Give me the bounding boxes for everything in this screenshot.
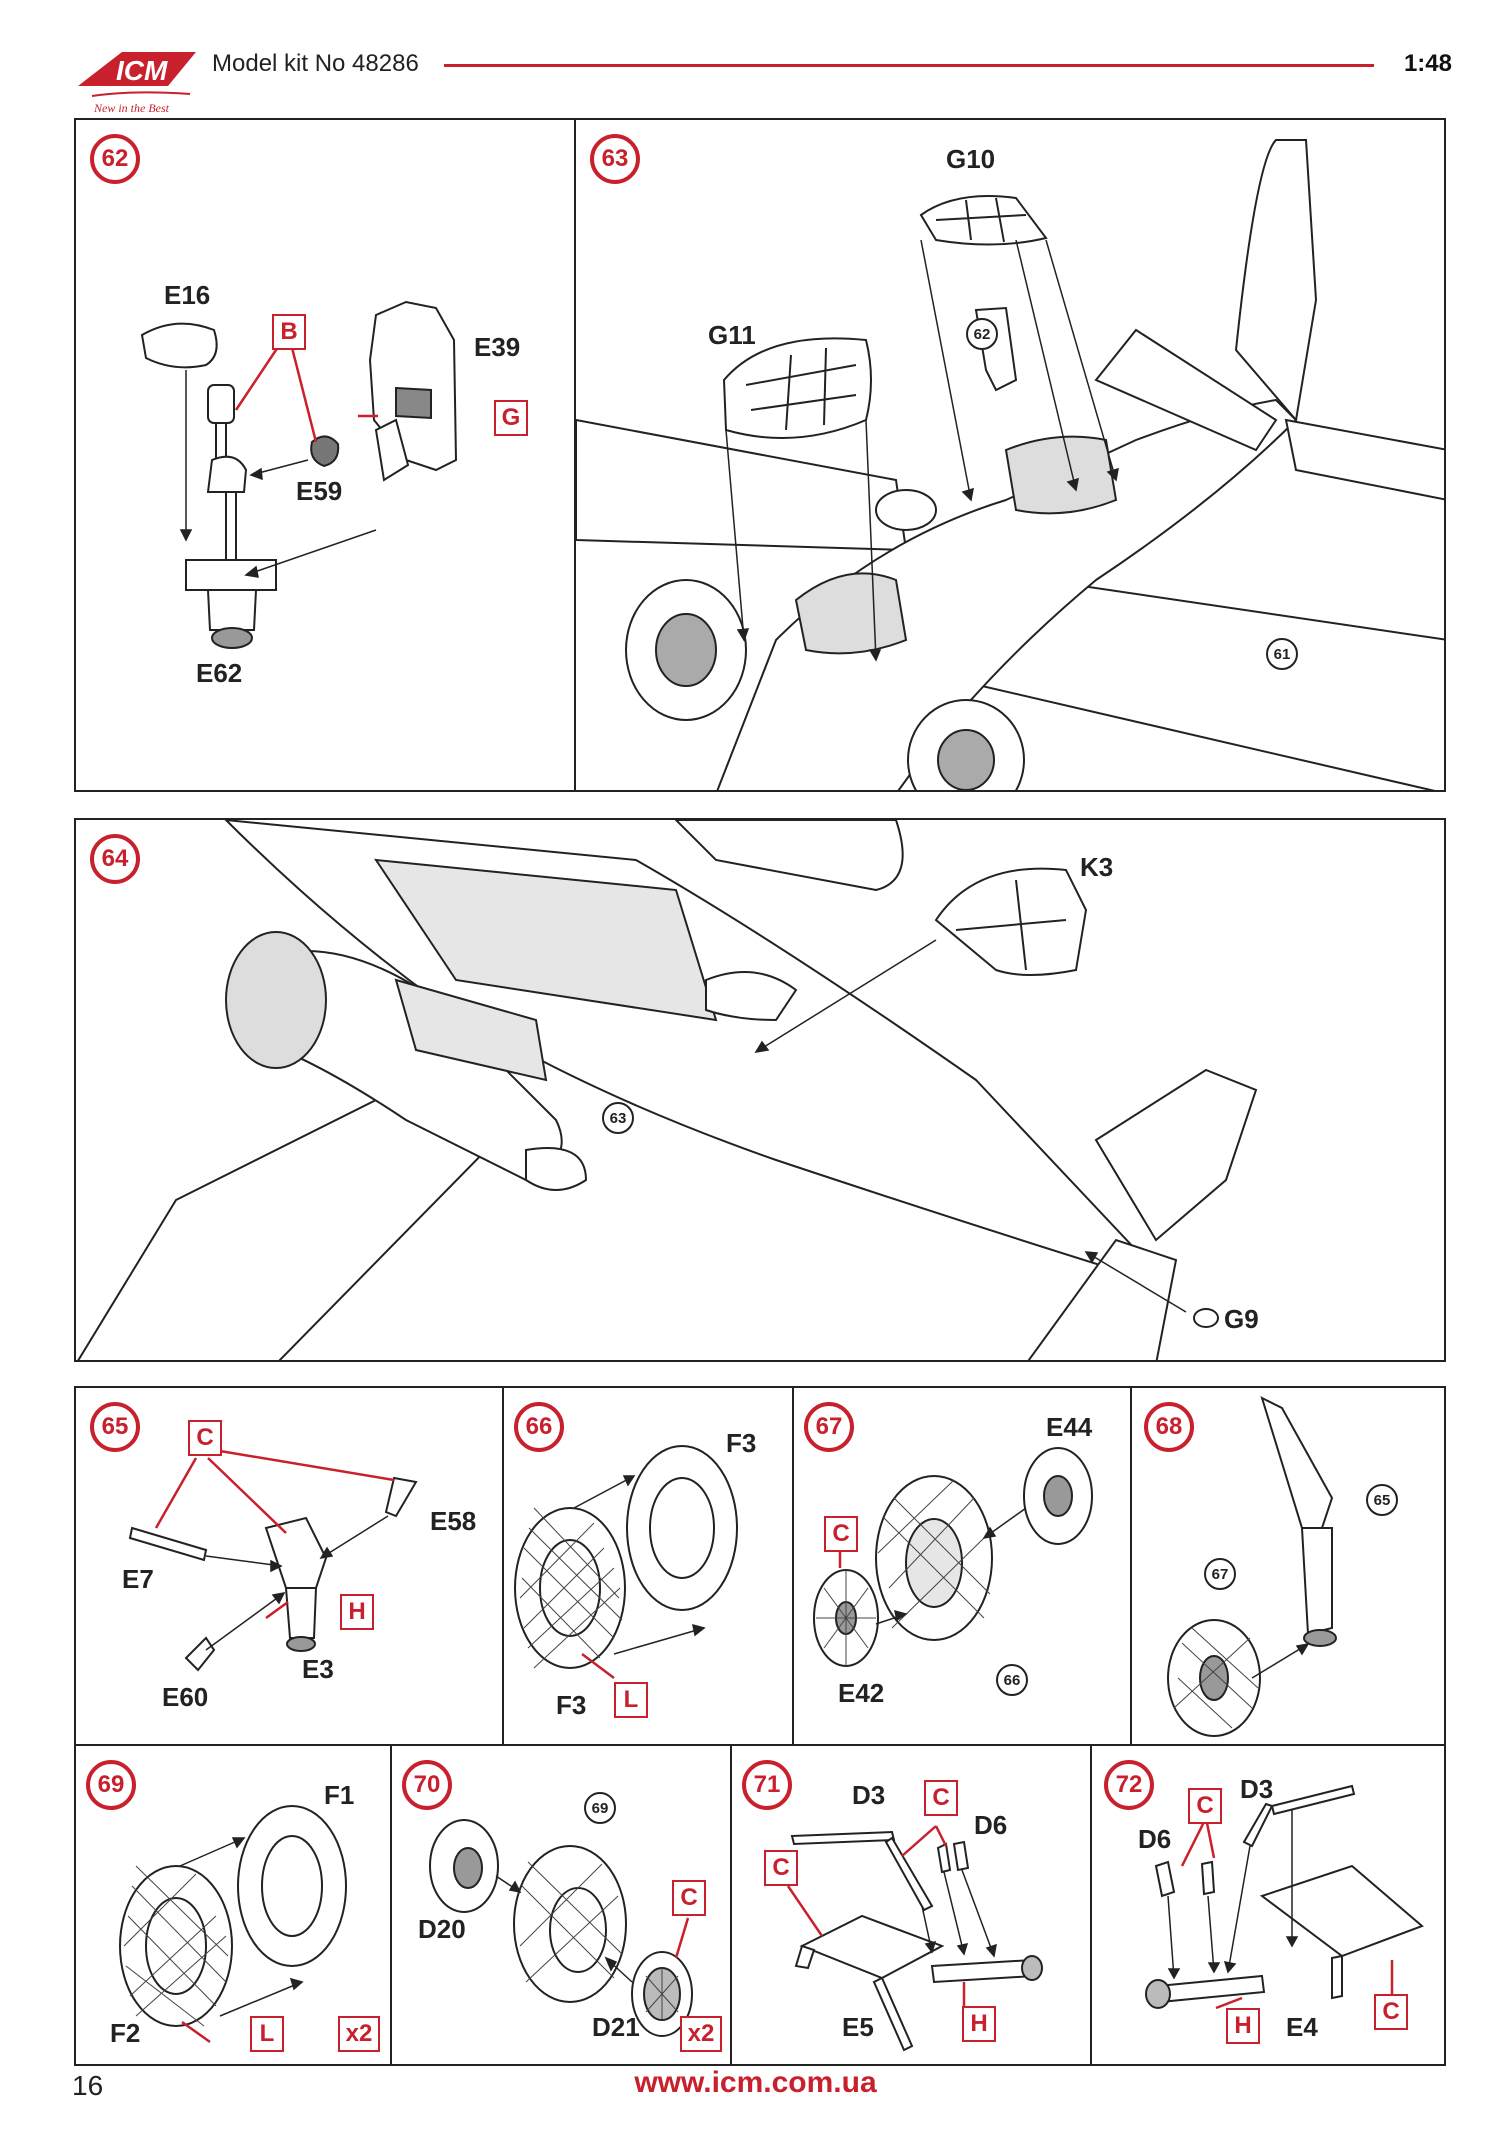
part-label-e4: E4: [1286, 2012, 1318, 2042]
paint-code-c: C: [764, 1850, 798, 1886]
part-label-g11: G11: [708, 320, 756, 350]
step-64-number: 64: [90, 834, 140, 884]
scale-label: 1:48: [1403, 50, 1452, 77]
part-label-d6: D6: [1138, 1824, 1172, 1854]
reference-step-65: 65: [1366, 1484, 1398, 1516]
part-label-d3: D3: [852, 1780, 886, 1810]
svg-text:ICM: ICM: [116, 55, 168, 86]
part-label-f3-bottom: F3: [556, 1690, 587, 1720]
step-67-number: 67: [804, 1402, 854, 1452]
step-72-number: 72: [1104, 1760, 1154, 1810]
part-label-g9: G9: [1224, 1304, 1259, 1334]
paint-code-g: G: [494, 400, 528, 436]
step-68-panel: 68 65 67: [1130, 1386, 1446, 1746]
step-63-panel: 63 G10 G11 62 61: [574, 118, 1446, 792]
step-68-illustration: [1167, 1396, 1337, 1737]
paint-code-c: C: [672, 1880, 706, 1916]
step-62-panel: 62 E16 E39 E59 E62 B G: [74, 118, 576, 792]
paint-code-l: L: [250, 2016, 284, 2052]
paint-code-c: C: [1374, 1994, 1408, 2030]
reference-step-63: 63: [602, 1102, 634, 1134]
part-label-k3: K3: [1080, 852, 1114, 882]
part-label-e16: E16: [164, 280, 211, 310]
reference-step-67: 67: [1204, 1558, 1236, 1590]
part-label-g10: G10: [946, 144, 996, 174]
step-70-panel: 70 69 D20 C D21 x2: [390, 1744, 732, 2066]
model-kit-label: Model kit No 48286: [212, 50, 419, 77]
step-66-panel: 66 F3 F3 L: [502, 1386, 794, 1746]
part-label-e59: E59: [296, 476, 343, 506]
quantity-x2: x2: [680, 2016, 722, 2052]
step-71-panel: 71 D3 C D6 C H E5: [730, 1744, 1092, 2066]
step-65-number: 65: [90, 1402, 140, 1452]
step-72-illustration: [1145, 1784, 1424, 2010]
part-label-e44: E44: [1046, 1412, 1093, 1442]
paint-code-h: H: [340, 1594, 374, 1630]
page-header: ICM New in the Best Model kit No 48286 1…: [72, 30, 1452, 125]
icm-logo: ICM New in the Best: [72, 46, 202, 126]
step-66-illustration: [514, 1445, 738, 1679]
step-64-panel: 64 K3 G9 63: [74, 818, 1446, 1362]
part-label-f3-top: F3: [726, 1428, 757, 1458]
part-label-d20: D20: [418, 1914, 466, 1944]
step-67-panel: 67 E44 C E42 66: [792, 1386, 1132, 1746]
paint-code-b: B: [272, 314, 306, 350]
part-label-e3: E3: [302, 1654, 334, 1684]
step-67-illustration: [813, 1447, 1093, 1667]
part-label-f2: F2: [110, 2018, 141, 2048]
reference-step-61: 61: [1266, 638, 1298, 670]
step-63-number: 63: [590, 134, 640, 184]
step-65-panel: 65 C E58 E7 H E3 E60: [74, 1386, 504, 1746]
reference-step-66: 66: [996, 1664, 1028, 1696]
header-rule: [444, 64, 1374, 67]
paint-code-c: C: [924, 1780, 958, 1816]
paint-code-l: L: [614, 1682, 648, 1718]
website-link[interactable]: www.icm.com.ua: [634, 2066, 877, 2099]
part-label-e42: E42: [838, 1678, 885, 1708]
paint-code-c: C: [188, 1420, 222, 1456]
svg-text:New in the Best: New in the Best: [93, 101, 170, 115]
reference-step-69: 69: [584, 1792, 616, 1824]
paint-code-c: C: [824, 1516, 858, 1552]
part-label-e62: E62: [196, 658, 243, 688]
part-label-f1: F1: [324, 1780, 355, 1810]
part-label-d3: D3: [1240, 1774, 1274, 1804]
step-71-number: 71: [742, 1760, 792, 1810]
part-label-d21: D21: [592, 2012, 640, 2042]
step-69-panel: 69 F1 F2 L x2: [74, 1744, 392, 2066]
step-69-number: 69: [86, 1760, 136, 1810]
step-66-number: 66: [514, 1402, 564, 1452]
step-70-illustration: [429, 1819, 693, 2037]
step-69-illustration: [119, 1805, 347, 2044]
quantity-x2: x2: [338, 2016, 380, 2052]
step-71-illustration: [786, 1825, 1043, 2052]
icm-logo-graphic: ICM New in the Best: [78, 52, 196, 115]
step-72-panel: 72 D3 C D6 H E4 C: [1090, 1744, 1446, 2066]
part-label-d6: D6: [974, 1810, 1008, 1840]
part-label-e39: E39: [474, 332, 521, 362]
reference-step-62: 62: [966, 318, 998, 350]
page-number: 16: [72, 2070, 104, 2101]
part-label-e58: E58: [430, 1506, 477, 1536]
paint-code-h: H: [962, 2006, 996, 2042]
step-68-number: 68: [1144, 1402, 1194, 1452]
step-62-illustration: [140, 300, 458, 649]
paint-code-c: C: [1188, 1788, 1222, 1824]
part-label-e60: E60: [162, 1682, 209, 1712]
part-label-e7: E7: [122, 1564, 154, 1594]
step-65-illustration: [128, 1448, 418, 1672]
part-label-e5: E5: [842, 2012, 874, 2042]
step-70-number: 70: [402, 1760, 452, 1810]
step-63-illustration: [576, 139, 1444, 790]
step-62-number: 62: [90, 134, 140, 184]
paint-code-h: H: [1226, 2008, 1260, 2044]
step-64-illustration: [77, 820, 1258, 1360]
